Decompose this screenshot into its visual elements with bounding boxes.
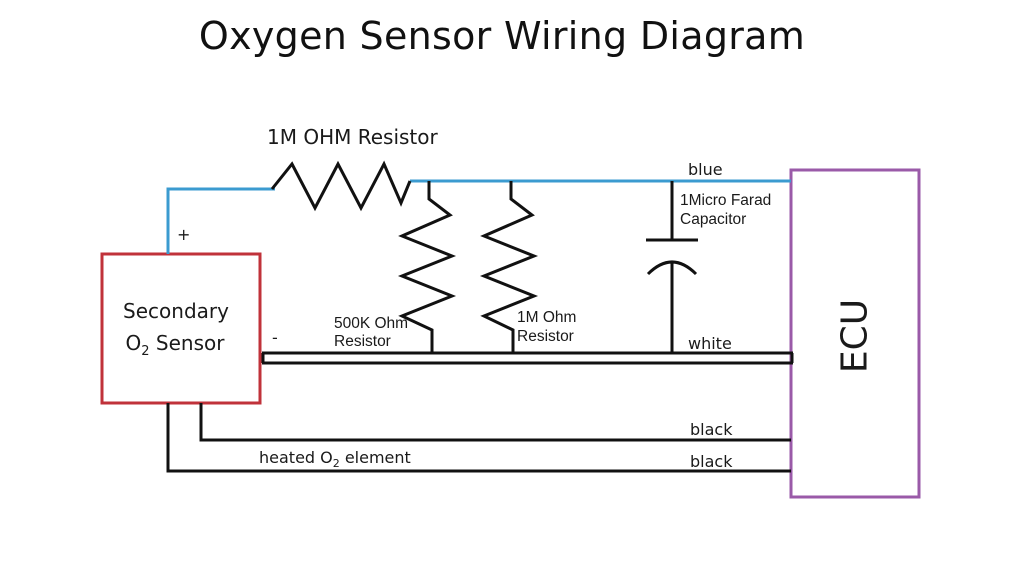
sensor-o-text: O: [126, 331, 142, 355]
heated-element-label: heated O2 element: [259, 448, 411, 470]
resistor-500k-label-line2: Resistor: [334, 333, 391, 350]
resistor-500k: [397, 181, 457, 353]
diagram-title: Oxygen Sensor Wiring Diagram: [198, 14, 806, 58]
series-resistor-label: 1M OHM Resistor: [267, 125, 439, 149]
ecu-label: ECU: [835, 299, 876, 373]
black-wire-2: [166, 403, 791, 473]
black-wire-2-label: black: [690, 452, 733, 471]
heated-text: heated O: [259, 448, 333, 467]
sensor-o-subscript: 2: [141, 344, 149, 359]
sensor-label-line1: Secondary: [123, 299, 229, 323]
resistor-1m-label-line2: Resistor: [517, 328, 574, 345]
black-wire-1: [199, 403, 791, 442]
heated-suffix-text: element: [340, 448, 411, 467]
resistor-1m-label-line1: 1M Ohm: [517, 309, 576, 326]
minus-label: -: [272, 328, 278, 347]
series-resistor: [270, 160, 412, 212]
capacitor-label-line2: Capacitor: [680, 211, 746, 228]
heated-subscript: 2: [333, 457, 340, 470]
blue-wire-label: blue: [688, 160, 723, 179]
black-wire-1-label: black: [690, 420, 733, 439]
resistor-500k-label-line1: 500K Ohm: [334, 315, 408, 332]
resistor-1m: [479, 181, 539, 353]
white-wire-label: white: [688, 334, 732, 353]
sensor-box: [100, 252, 262, 405]
ecu-box: [789, 168, 921, 499]
sensor-suffix-text: Sensor: [150, 331, 226, 355]
sensor-label-line2: O2 Sensor: [126, 331, 226, 359]
plus-label: +: [177, 225, 190, 244]
capacitor-label-line1: 1Micro Farad: [680, 192, 771, 209]
positive-wire-left: [166, 187, 275, 254]
